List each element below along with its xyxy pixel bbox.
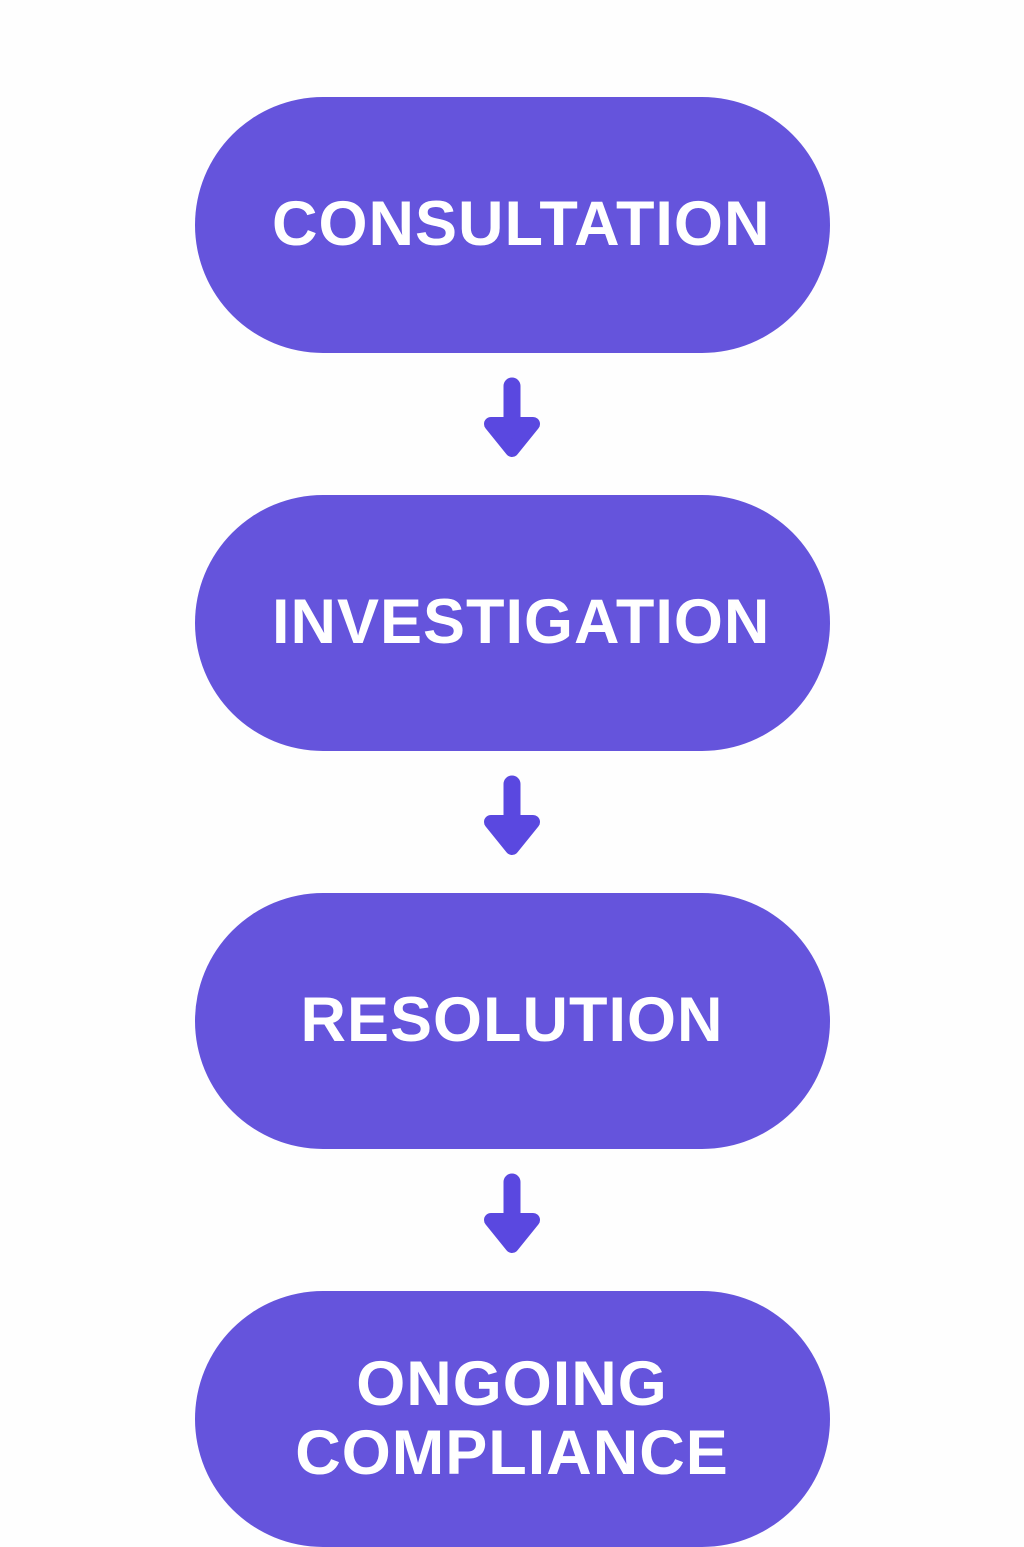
down-arrow-icon — [484, 377, 540, 457]
step-ongoing-compliance-label: ONGOING COMPLIANCE — [295, 1348, 729, 1488]
step-resolution-label: RESOLUTION — [300, 985, 724, 1056]
step-consultation-label: CONSULTATION — [272, 189, 771, 260]
down-arrow-icon — [484, 1173, 540, 1253]
step-resolution: RESOLUTION — [194, 893, 830, 1149]
step-consultation: CONSULTATION — [194, 97, 830, 353]
step-investigation: INVESTIGATION — [194, 495, 830, 751]
step-investigation-label: INVESTIGATION — [272, 587, 771, 658]
down-arrow-icon — [484, 775, 540, 855]
step-ongoing-compliance: ONGOING COMPLIANCE — [194, 1291, 830, 1547]
